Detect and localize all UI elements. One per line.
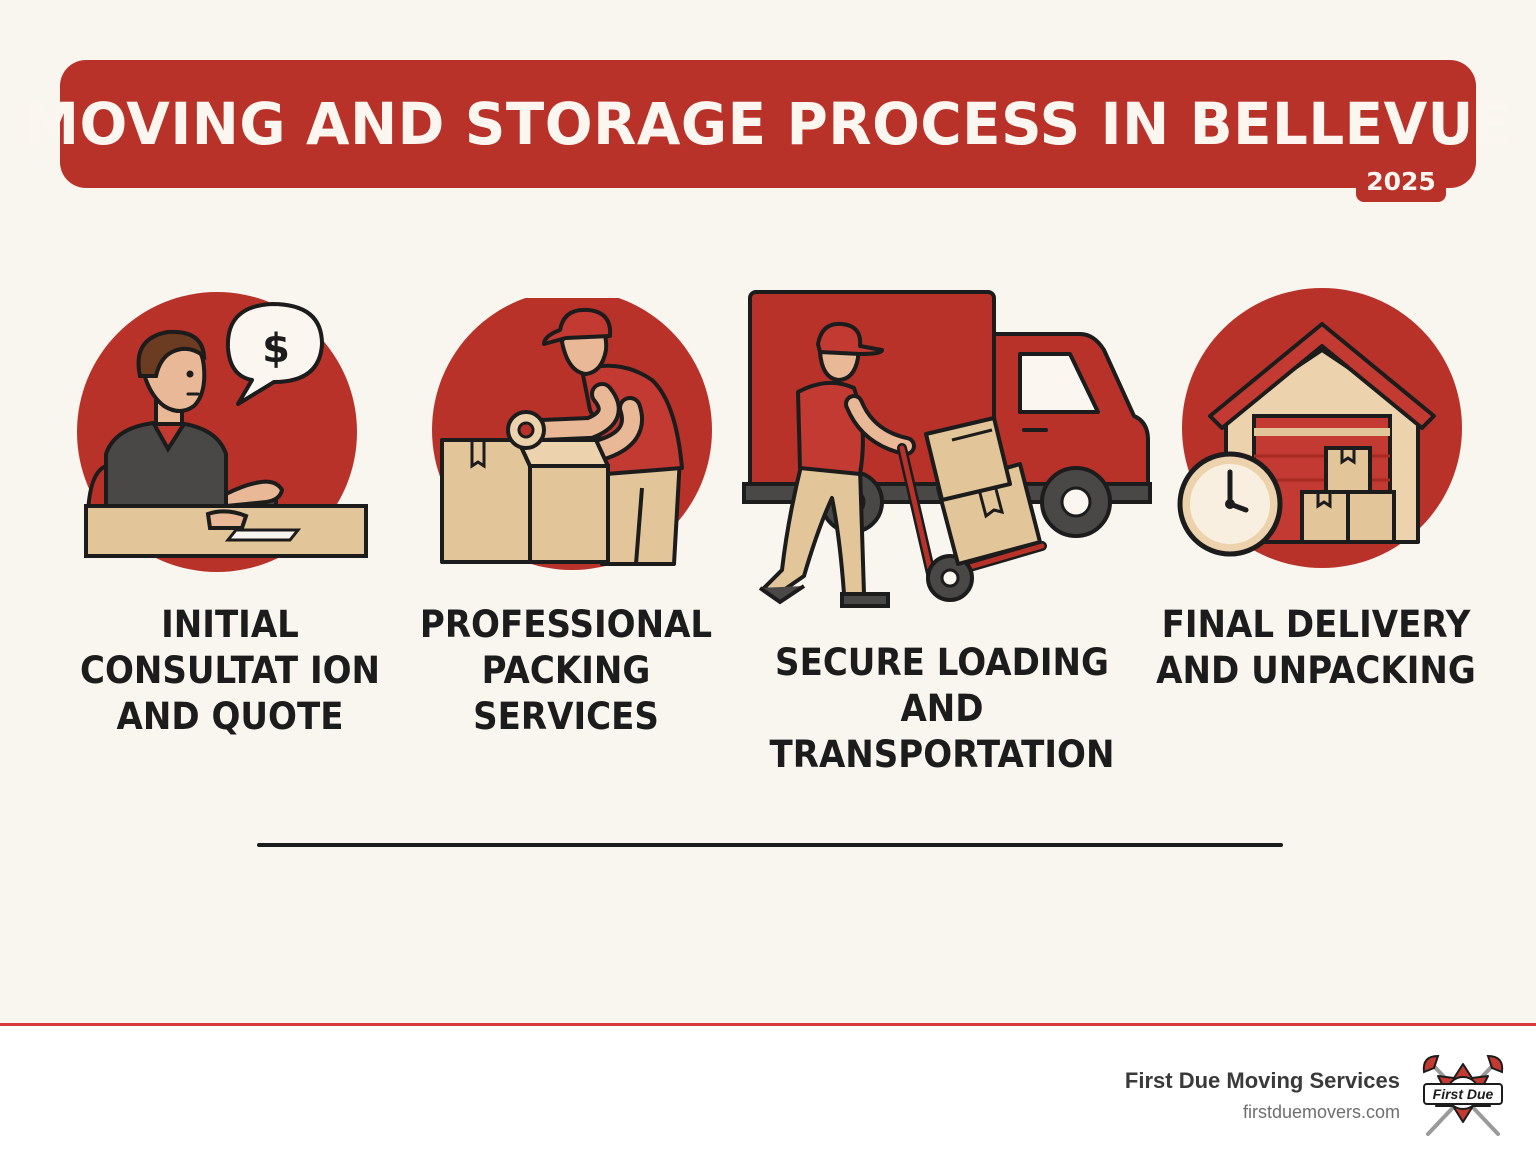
company-logo: First Due <box>1422 1054 1504 1136</box>
page-title: MOVING AND STORAGE PROCESS IN BELLEVUE <box>23 90 1513 158</box>
footer: First Due Moving Services firstduemovers… <box>0 1023 1536 1157</box>
year-badge: 2025 <box>1356 160 1446 202</box>
moving-truck-icon <box>742 290 1152 608</box>
packing-icon <box>432 298 712 570</box>
step-2-label: PROFESSIONAL PACKING SERVICES <box>419 603 713 738</box>
storage-warehouse-icon <box>1177 288 1462 568</box>
svg-text:First Due: First Due <box>1433 1086 1494 1102</box>
svg-text:$: $ <box>262 326 290 372</box>
step-4-label: FINAL DELIVERY AND UNPACKING <box>1156 603 1476 692</box>
step-3-label: SECURE LOADING AND TRANSPORTATION <box>769 641 1115 776</box>
divider-line <box>257 843 1283 847</box>
company-url[interactable]: firstduemovers.com <box>1242 1102 1400 1122</box>
title-banner: MOVING AND STORAGE PROCESS IN BELLEVUE <box>23 60 1512 188</box>
consultation-icon: $ <box>77 292 368 572</box>
step-1-label: INITIAL CONSULTAT ION AND QUOTE <box>79 603 381 738</box>
company-name: First Due Moving Services <box>1124 1068 1400 1093</box>
